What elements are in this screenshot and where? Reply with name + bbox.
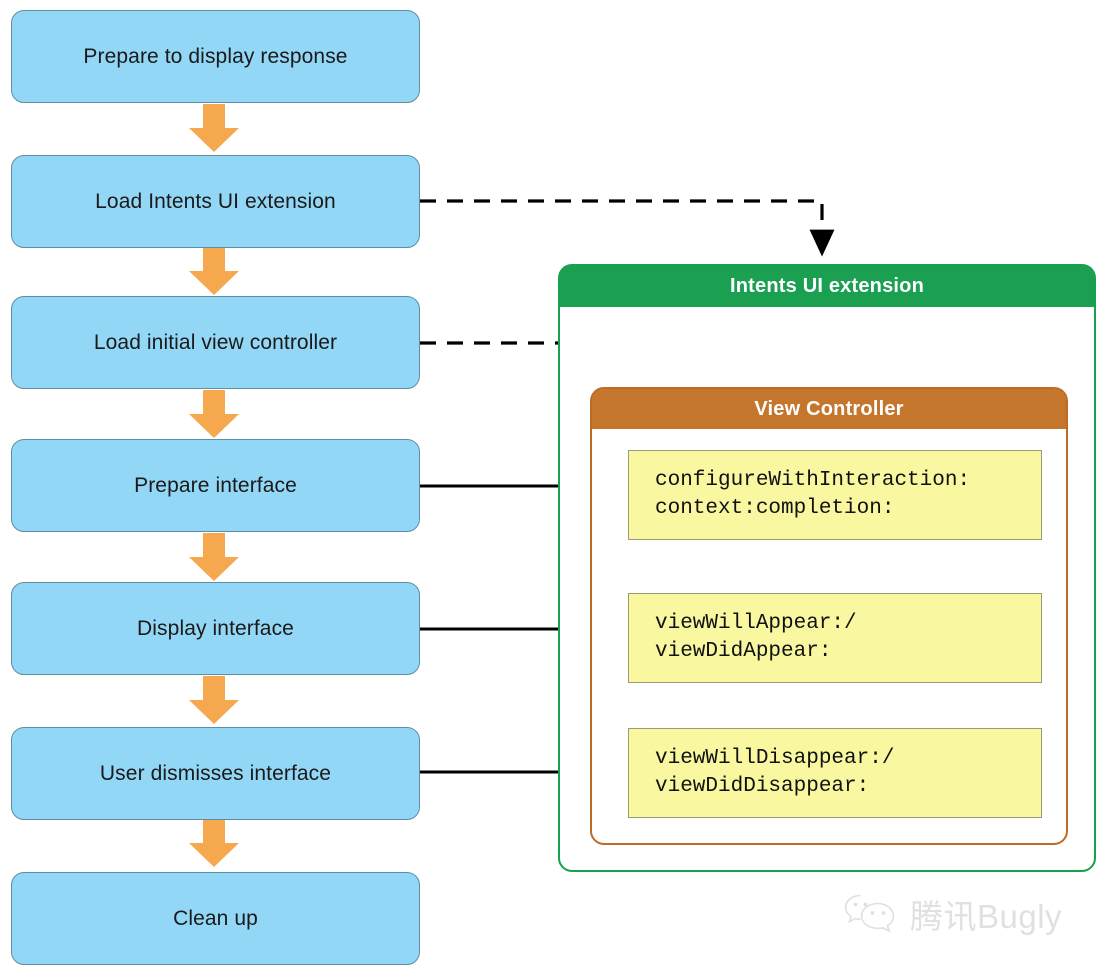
- method-box-view-disappear: viewWillDisappear:/ viewDidDisappear:: [628, 728, 1042, 818]
- view-controller-title: View Controller: [754, 397, 904, 420]
- flow-arrow-5: [189, 676, 239, 724]
- view-controller-header: View Controller: [592, 389, 1066, 429]
- watermark: 腾讯Bugly: [842, 890, 1062, 938]
- flow-arrow-2: [189, 247, 239, 295]
- method-line: viewDidDisappear:: [655, 775, 870, 798]
- flow-step-label: User dismisses interface: [99, 761, 332, 785]
- method-line: configureWithInteraction:: [655, 469, 971, 493]
- flow-step-display-interface: Display interface: [11, 582, 420, 675]
- watermark-text: 腾讯Bugly: [910, 898, 1063, 935]
- flow-arrow-4: [189, 533, 239, 581]
- method-line: viewWillAppear:/: [655, 612, 857, 636]
- flow-step-load-intents-ui-extension: Load Intents UI extension: [11, 155, 420, 248]
- method-line: viewWillDisappear:/: [655, 747, 895, 771]
- method-box-configure-with-interaction: configureWithInteraction: context:comple…: [628, 450, 1042, 540]
- wechat-icon: [842, 891, 898, 938]
- flow-step-clean-up: Clean up: [11, 872, 420, 965]
- method-line: viewDidAppear:: [655, 640, 832, 663]
- dashed-connector-extension: [420, 199, 835, 257]
- flow-step-user-dismisses-interface: User dismisses interface: [11, 727, 420, 820]
- flow-step-prepare-interface: Prepare interface: [11, 439, 420, 532]
- flow-step-label: Display interface: [137, 616, 294, 640]
- flow-step-label: Load initial view controller: [93, 330, 338, 354]
- flow-arrow-6: [189, 819, 239, 867]
- flow-step-label: Clean up: [173, 906, 258, 930]
- intents-ui-extension-header: Intents UI extension: [560, 266, 1094, 307]
- method-box-view-appear: viewWillAppear:/ viewDidAppear:: [628, 593, 1042, 683]
- flow-step-prepare-to-display-response: Prepare to display response: [11, 10, 420, 103]
- flow-step-label: Prepare to display response: [83, 44, 348, 68]
- flow-arrow-1: [189, 104, 239, 152]
- method-line: context:completion:: [655, 497, 895, 520]
- flow-step-label: Prepare interface: [134, 473, 297, 497]
- flow-arrow-3: [189, 390, 239, 438]
- flow-step-label: Load Intents UI extension: [95, 189, 336, 213]
- intents-ui-extension-title: Intents UI extension: [729, 275, 925, 297]
- flow-step-load-initial-view-controller: Load initial view controller: [11, 296, 420, 389]
